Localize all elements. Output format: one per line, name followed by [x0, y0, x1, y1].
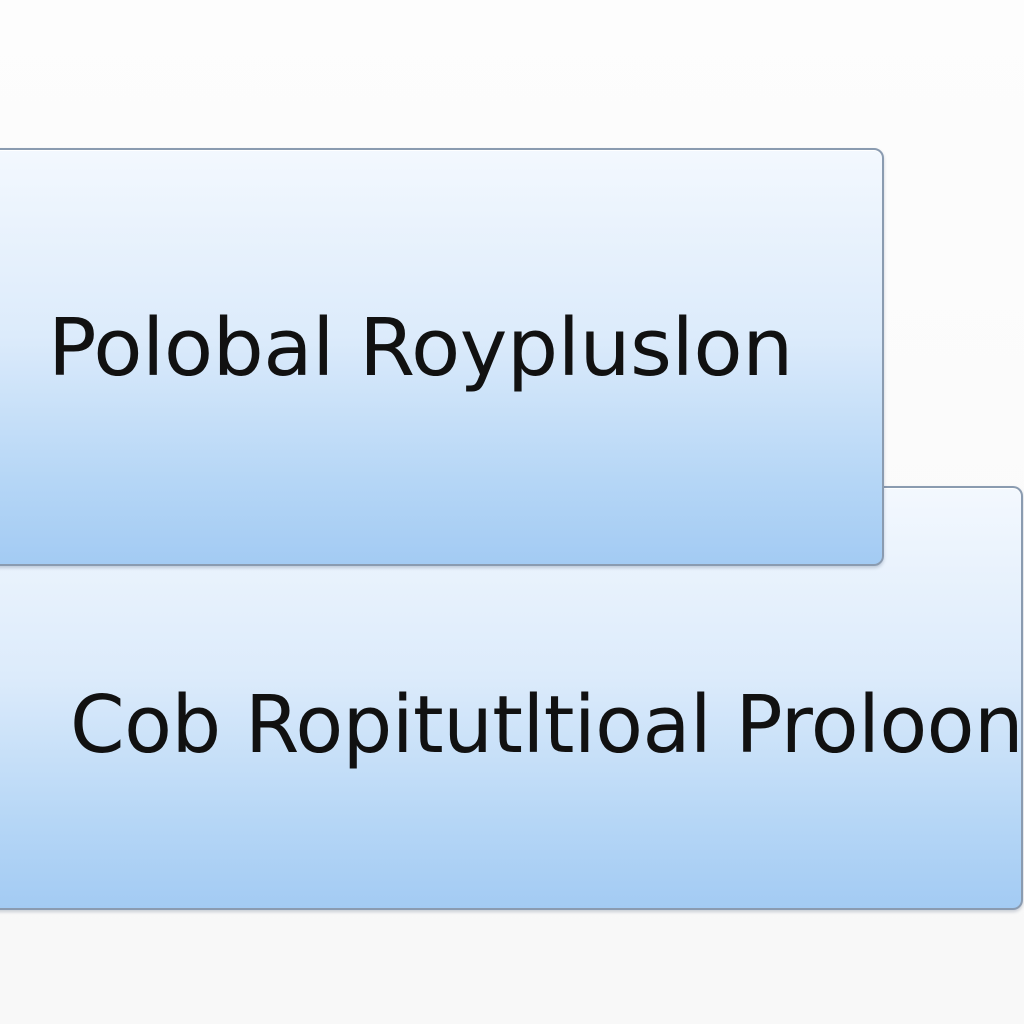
- bottom-block-label: Cob Ropitutltioal Proloon: [70, 679, 1023, 771]
- top-block-label: Polobal Roypluslon: [48, 302, 793, 394]
- top-block: Polobal Roypluslon: [0, 148, 884, 566]
